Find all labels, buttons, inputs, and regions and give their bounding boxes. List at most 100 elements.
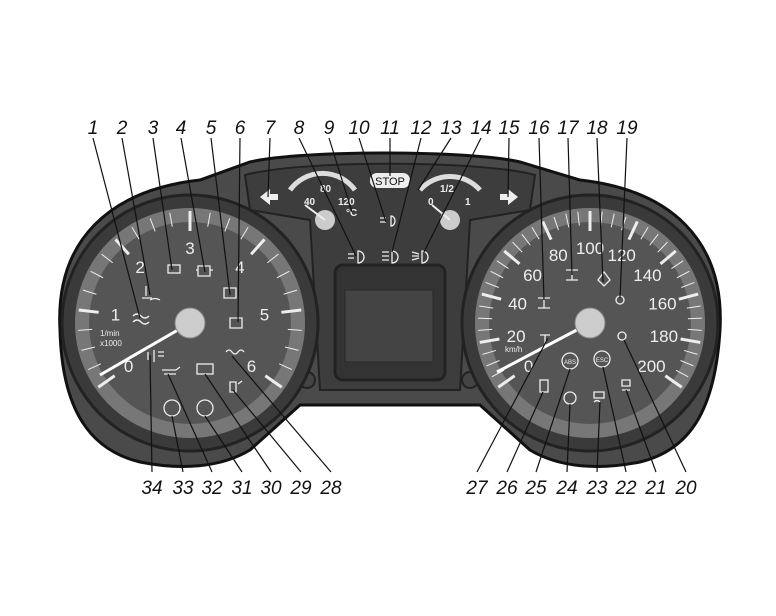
callout-32: 32 [201, 478, 223, 499]
speed-tick [683, 349, 698, 355]
speed-tick [675, 369, 689, 378]
callout-14: 14 [470, 118, 491, 139]
leader-line [506, 391, 544, 473]
airbag-off-icon [617, 331, 627, 341]
tach-scale-label: 5 [260, 305, 269, 324]
esc-label: ESC [596, 358, 609, 364]
seatbelt-icon [597, 270, 611, 287]
speed-tick [497, 374, 516, 389]
stop-label: STOP [375, 176, 405, 188]
speed-scale-label: 20 [507, 327, 526, 346]
callout-25: 25 [524, 478, 547, 499]
tach-tick [264, 374, 283, 389]
tach-hub [174, 307, 206, 339]
tach-tick [90, 270, 104, 279]
callout-2: 2 [116, 118, 128, 139]
tach-tick [207, 212, 211, 227]
callout-13: 13 [440, 118, 462, 139]
callout-15: 15 [498, 118, 520, 139]
speed-tick [680, 360, 694, 367]
tach-scale-label: 1 [111, 305, 120, 324]
leader-line [625, 389, 657, 473]
callout-3: 3 [148, 118, 159, 139]
speed-scale-label: 0 [524, 357, 533, 376]
tach-scale-label: 6 [247, 357, 256, 376]
right-turn-arrow-icon [500, 189, 518, 205]
speed-tick [664, 374, 683, 389]
left-turn-arrow-icon [260, 189, 278, 205]
tach-tick [281, 308, 302, 314]
tach-tick [224, 218, 231, 232]
leader-line [596, 401, 601, 473]
temp-label: 120 [338, 197, 355, 208]
callout-24: 24 [555, 478, 577, 499]
tach-tick [82, 289, 97, 295]
esc-icon [593, 350, 611, 368]
speed-tick [485, 281, 499, 288]
tach-tick [276, 270, 290, 279]
leader-line [204, 415, 243, 473]
speed-tick [649, 233, 659, 246]
tach-tick [149, 218, 156, 232]
callout-10: 10 [348, 118, 370, 139]
leader-line [535, 368, 571, 473]
callout-34: 34 [141, 478, 162, 499]
speed-tick [678, 292, 699, 301]
leader-line [121, 137, 151, 296]
speed-scale-label: 200 [637, 357, 665, 376]
speed-tick [681, 281, 695, 288]
speed-tick [490, 270, 504, 279]
tach-tick [114, 238, 130, 256]
leader-line [358, 137, 387, 223]
speed-tick [640, 226, 649, 240]
speed-unit: km/h [505, 345, 522, 354]
leader-line [210, 137, 231, 296]
leader-line [623, 339, 687, 473]
speed-tick [659, 249, 677, 266]
stop-indicator: STOP [370, 173, 410, 188]
speed-tick [686, 305, 701, 309]
leader-line [92, 137, 141, 319]
callout-20: 20 [674, 478, 697, 499]
callout-27: 27 [465, 478, 489, 499]
tach-tick [87, 363, 102, 371]
speed-tick [687, 328, 702, 331]
tach-tick [81, 346, 96, 351]
leader-line [328, 137, 353, 213]
speed-tick [657, 241, 668, 253]
tach-tick [78, 328, 93, 331]
speed-scale-label: 40 [508, 295, 527, 314]
speed-tick [512, 241, 523, 253]
leader-line [231, 355, 332, 473]
speed-tick [503, 249, 521, 266]
leader-line [602, 366, 627, 473]
tach-scale-label: 2 [135, 258, 144, 277]
leader-line [204, 373, 272, 473]
callout-26: 26 [495, 478, 518, 499]
callout-8: 8 [294, 118, 305, 139]
tach-tick [283, 289, 298, 295]
oil-pressure-icon [162, 366, 181, 375]
tach-unit-2: x1000 [100, 339, 122, 348]
speed-tick [627, 220, 639, 241]
speed-tick [481, 292, 502, 301]
tach-scale-label: 3 [185, 239, 194, 258]
leader-line [267, 137, 271, 198]
tach-tick [267, 253, 279, 264]
temp-label: 40 [304, 197, 316, 208]
speed-tick [479, 337, 500, 344]
brake-fluid-icon [147, 350, 164, 362]
tach-scale-label: 4 [235, 258, 244, 277]
speed-tick [479, 305, 494, 309]
fuel-label: 1/2 [440, 184, 454, 195]
leader-line [423, 137, 482, 253]
callout-1: 1 [88, 118, 99, 139]
speed-tick [482, 349, 497, 355]
leader-line [476, 337, 549, 473]
abs-label: ABS [564, 360, 576, 366]
temperature-gauge: 40 80 120 °C [287, 170, 357, 230]
speed-scale-label: 180 [650, 327, 678, 346]
tach-tick [284, 346, 299, 351]
callout-16: 16 [528, 118, 550, 139]
